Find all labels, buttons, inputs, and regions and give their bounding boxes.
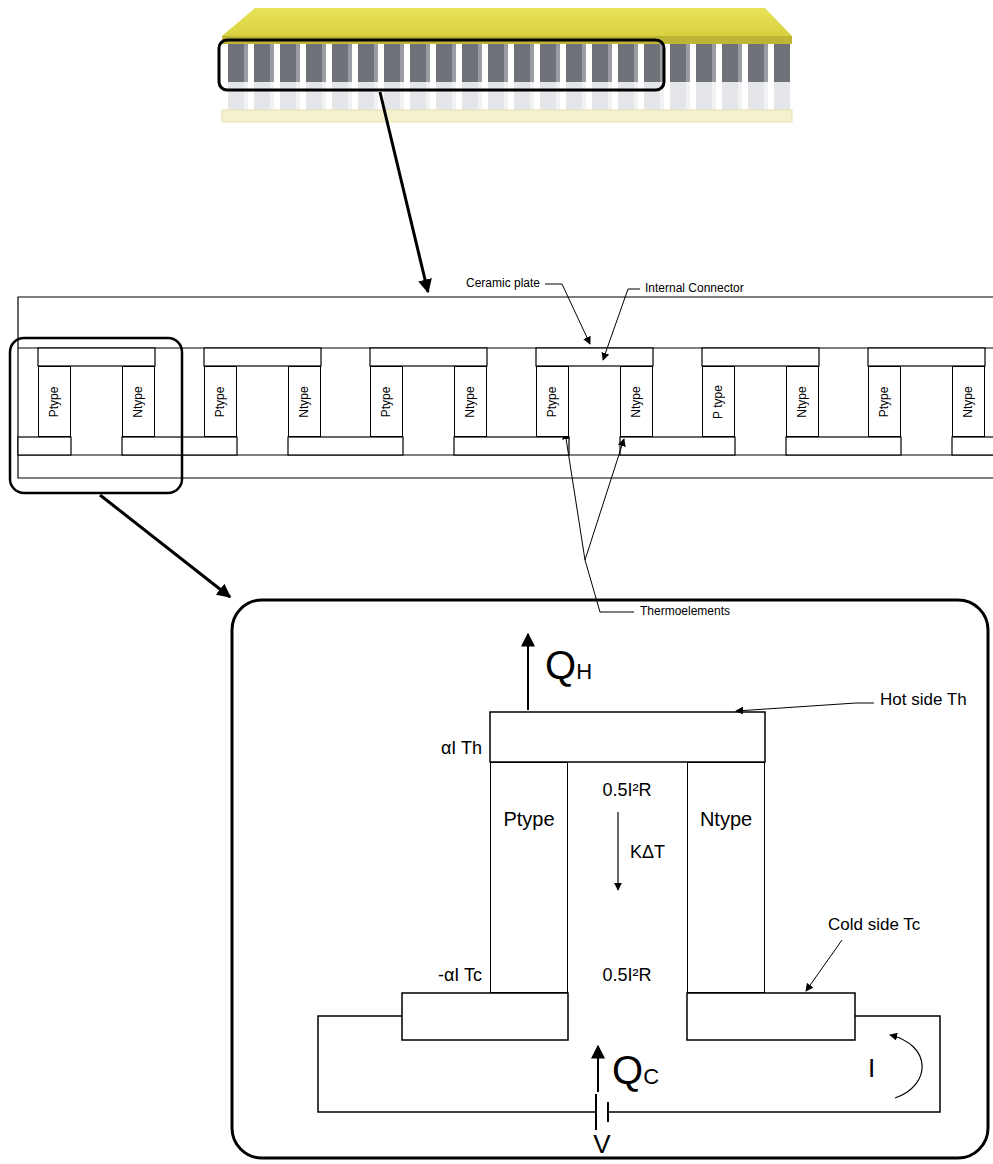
n-type-element: Ntype <box>952 366 985 437</box>
joule-term: 0.5I²R <box>602 965 651 986</box>
p-type-element: Ptype <box>536 366 569 437</box>
ceramic-plate-outline <box>18 297 993 478</box>
internal-connector <box>38 348 155 366</box>
element-label: Ntype <box>630 386 643 417</box>
n-type-element: Ntype <box>620 366 653 437</box>
peltier-term: -αI Tc <box>438 965 482 986</box>
battery-symbol <box>595 1094 597 1130</box>
conduction-arrow <box>617 812 618 890</box>
element-label: Ptype <box>878 386 891 417</box>
internal-connector <box>620 437 735 455</box>
joule-term: 0.5I²R <box>602 780 651 801</box>
internal-connector <box>868 348 985 366</box>
heat-symbol: QC <box>612 1047 659 1093</box>
p-type-element: Ptype <box>38 366 71 437</box>
element-label: Ptype <box>380 386 393 417</box>
element-label: Ntype <box>464 386 477 417</box>
p-type-element: P type <box>702 366 735 437</box>
element-label: Ptype <box>214 386 227 417</box>
internal-connector <box>18 437 71 455</box>
zoom-arrow <box>380 92 428 292</box>
conduction-term: KΔT <box>630 842 665 863</box>
highlight-outline <box>219 40 664 90</box>
n-type-element: Ntype <box>687 762 765 993</box>
n-type-element: Ntype <box>288 366 321 437</box>
peltier-term: αI Th <box>441 738 482 759</box>
leader-line <box>603 289 640 360</box>
internal-connector <box>454 437 569 455</box>
internal-connector <box>204 348 321 366</box>
leader-line <box>565 432 585 560</box>
element-label: Ntype <box>132 386 145 417</box>
voltage-symbol: V <box>593 1131 610 1157</box>
thermoelement-row <box>224 44 790 82</box>
leader-line <box>545 284 590 344</box>
leader-line <box>736 703 874 711</box>
zoom-arrow <box>100 495 230 597</box>
element-label: Ntype <box>962 386 975 417</box>
top-plate <box>222 8 792 36</box>
plate-line <box>18 347 993 348</box>
heat-flow-arrow <box>597 1046 599 1092</box>
lower-elements <box>224 80 790 112</box>
internal-connector <box>370 348 487 366</box>
cold-side-connector <box>687 993 855 1040</box>
n-type-element: Ntype <box>122 366 155 437</box>
wire <box>608 1016 940 1112</box>
p-type-element: Ptype <box>204 366 237 437</box>
internal-connector <box>288 437 403 455</box>
n-type-element: Ntype <box>786 366 819 437</box>
heat-symbol: QH <box>545 642 592 688</box>
callout-label: Hot side Th <box>880 690 967 710</box>
element-label: Ntype <box>298 386 311 417</box>
wire <box>318 1016 596 1112</box>
heat-flow-arrow <box>527 634 529 710</box>
element-label: Ptype <box>503 807 554 831</box>
callout-label: Internal Connector <box>645 282 744 296</box>
callout-label: Cold side Tc <box>828 915 920 935</box>
battery-symbol <box>607 1102 609 1122</box>
element-label: Ptype <box>48 386 61 417</box>
highlight-outline <box>10 338 182 493</box>
element-label: Ntype <box>700 807 752 831</box>
p-type-element: Ptype <box>370 366 403 437</box>
current-arrow <box>890 1035 922 1098</box>
lower-plate <box>222 110 792 122</box>
callout-label: Ceramic plate <box>466 277 540 291</box>
p-type-element: Ptype <box>490 762 568 993</box>
internal-connector <box>952 437 993 455</box>
internal-connector <box>536 348 653 366</box>
leader-line <box>585 560 634 612</box>
callout-label: Thermoelements <box>640 605 730 619</box>
hot-side-plate <box>490 712 765 762</box>
current-symbol: I <box>868 1055 875 1081</box>
leader-line <box>585 439 624 560</box>
p-type-element: Ptype <box>868 366 901 437</box>
n-type-element: Ntype <box>454 366 487 437</box>
element-label: Ptype <box>546 386 559 417</box>
cold-side-connector <box>402 993 568 1040</box>
inset-frame <box>232 600 988 1158</box>
element-label: P type <box>712 385 725 419</box>
internal-connector <box>702 348 819 366</box>
internal-connector <box>786 437 901 455</box>
internal-connector <box>122 437 237 455</box>
element-label: Ntype <box>796 386 809 417</box>
leader-line <box>806 940 842 991</box>
